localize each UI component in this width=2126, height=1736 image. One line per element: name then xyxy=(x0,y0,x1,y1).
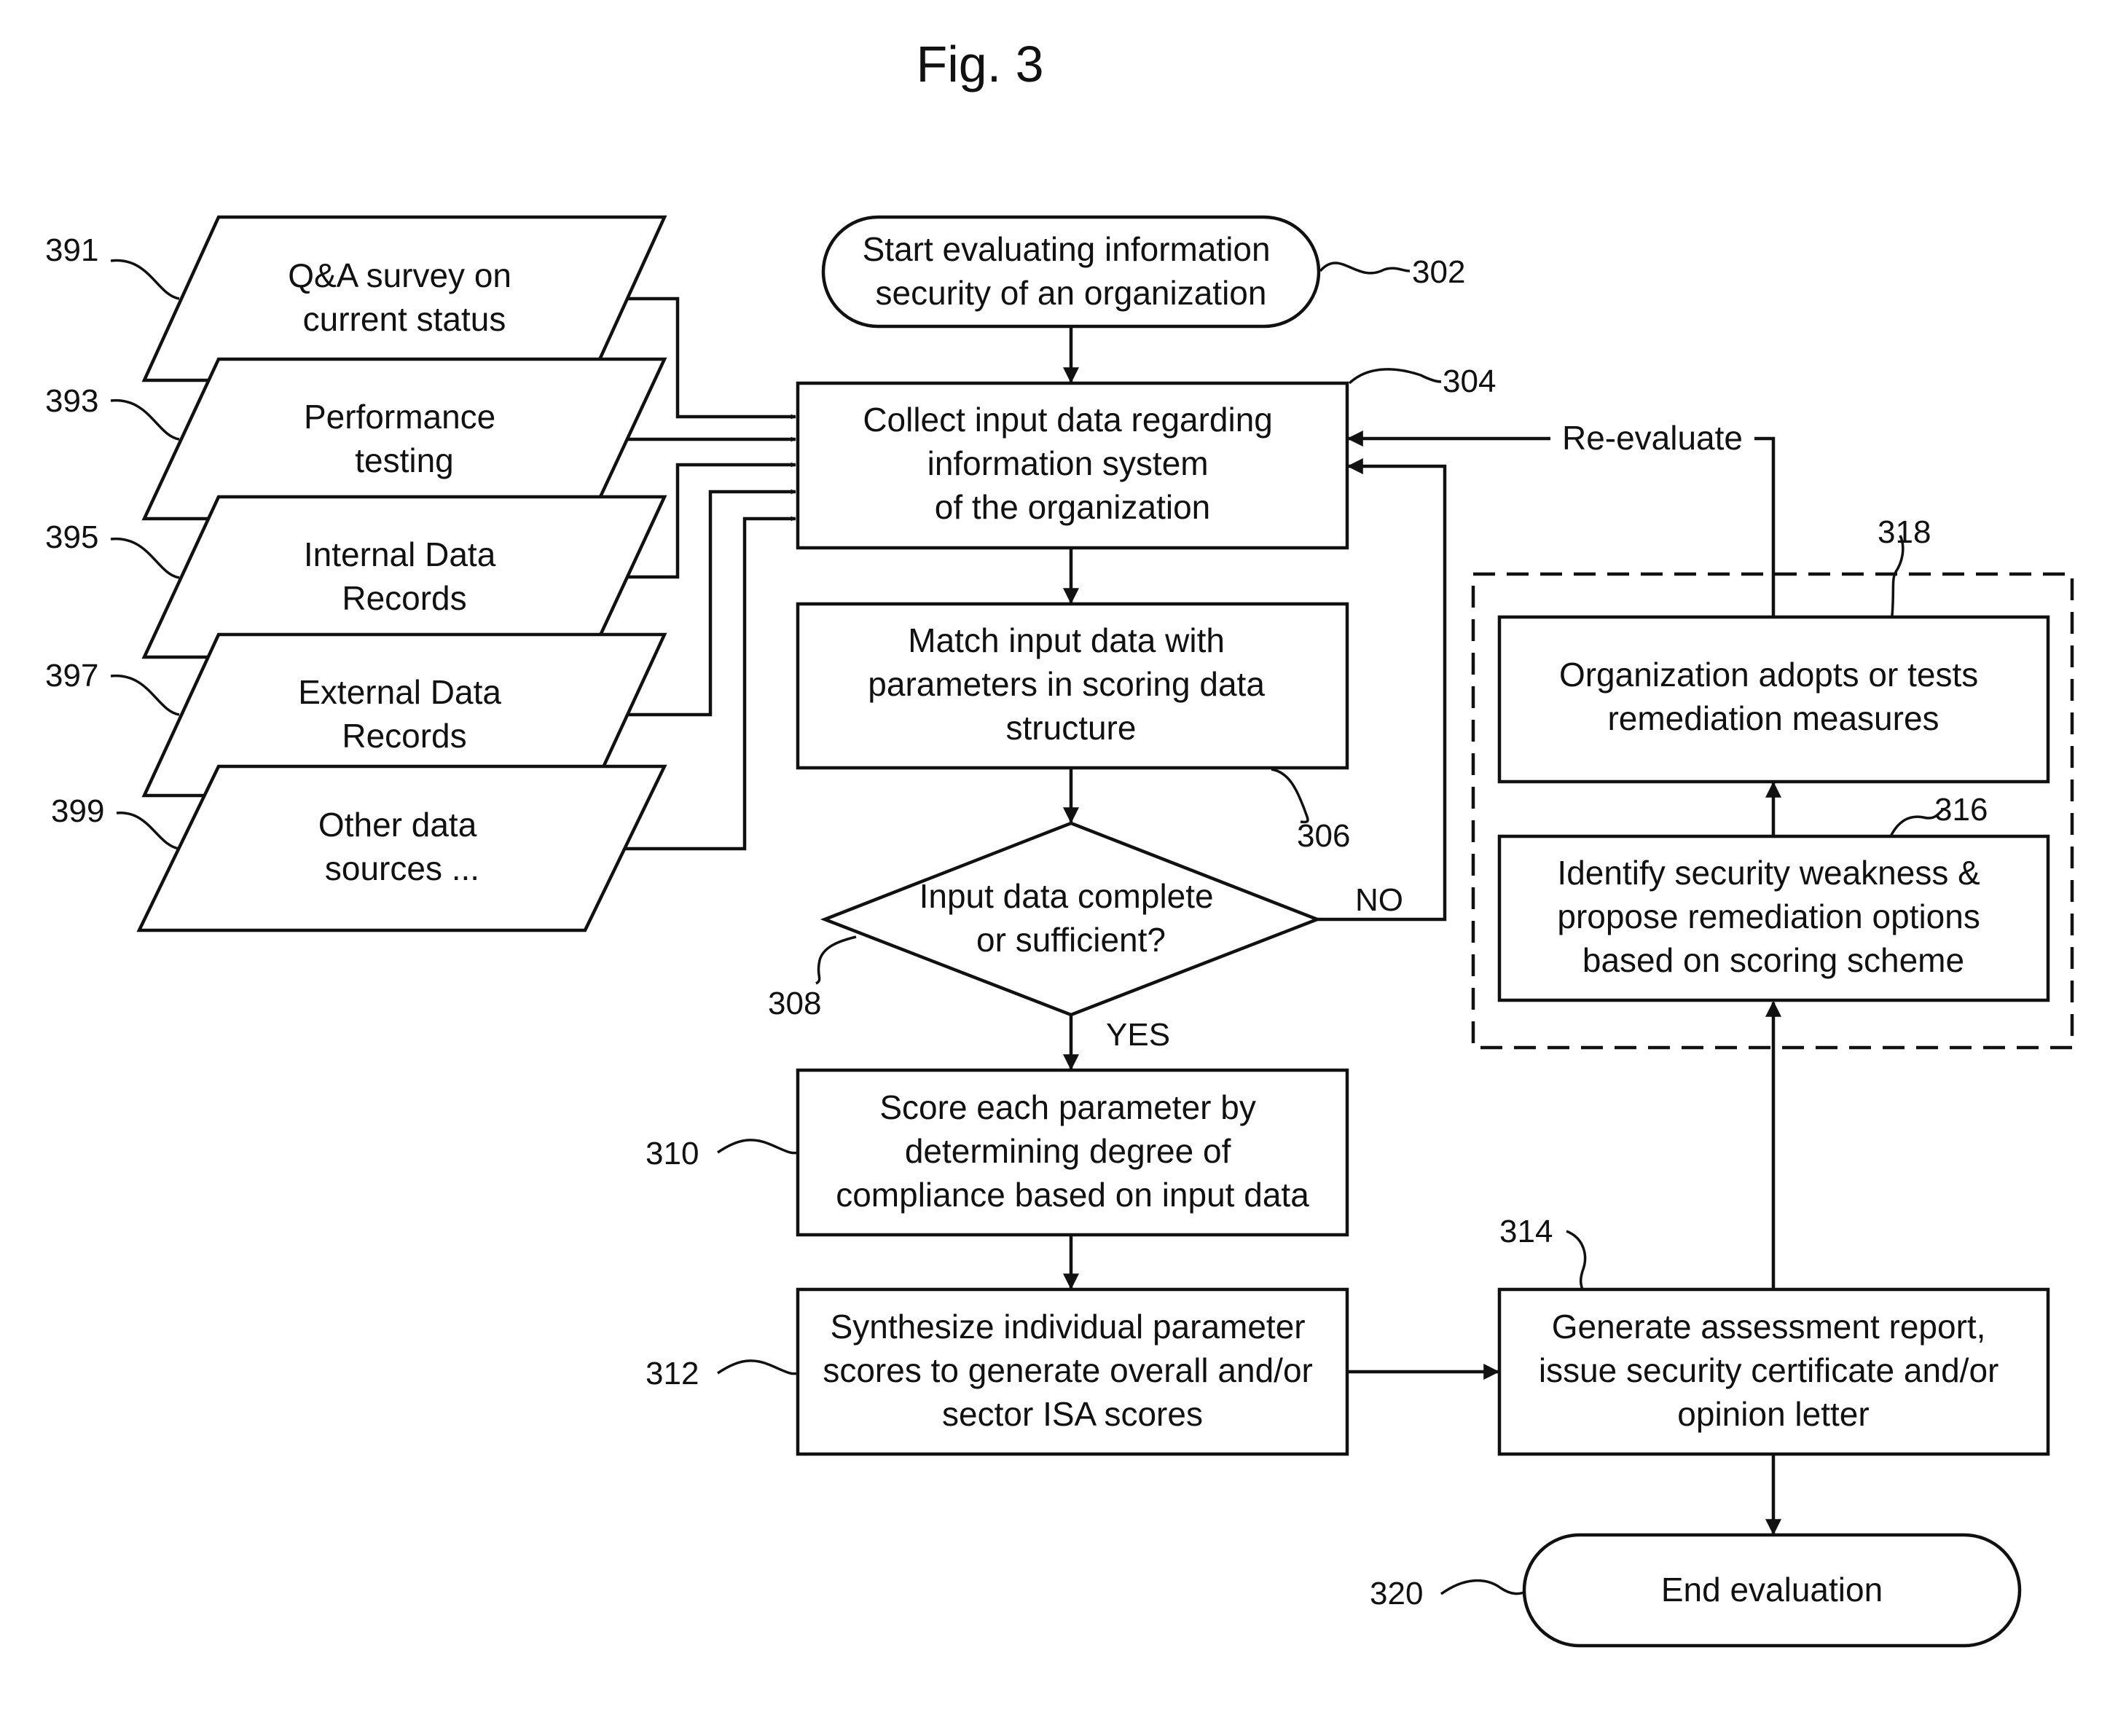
identify-line-1: Identify security weakness & xyxy=(1557,854,1980,892)
collect-line-1: Collect input data regarding xyxy=(863,401,1273,439)
source-395-line-1: Internal Data xyxy=(304,535,496,573)
ref-395: 395 xyxy=(45,519,98,555)
svg-text:Score each parameter by: Score each parameter by determining degr… xyxy=(836,1088,1309,1214)
ref-312: 312 xyxy=(646,1356,699,1391)
ref-316: 316 xyxy=(1934,792,1988,828)
figure-title: Fig. 3 xyxy=(916,36,1043,93)
identify-line-2: propose remediation options xyxy=(1557,898,1980,935)
report-line-3: opinion letter xyxy=(1677,1395,1869,1433)
synthesize-line-2: scores to generate overall and/or xyxy=(823,1351,1313,1389)
adopt-line-1: Organization adopts or tests xyxy=(1559,656,1978,694)
adopt-box: Organization adopts or tests remediation… xyxy=(1499,617,2048,782)
decision-diamond: Input data complete or sufficient? 308 N… xyxy=(768,823,1403,1053)
data-sources: Q&A survey on current status Performance… xyxy=(139,217,664,930)
source-393-line-1: Performance xyxy=(304,398,495,436)
ref-308: 308 xyxy=(768,986,821,1021)
source-399-line-2: sources ... xyxy=(325,849,479,887)
source-391-line-1: Q&A survey on xyxy=(288,256,511,294)
ref-393: 393 xyxy=(45,383,98,419)
start-line-1: Start evaluating information xyxy=(863,230,1271,268)
ref-397: 397 xyxy=(45,658,98,694)
source-395-line-2: Records xyxy=(342,579,466,617)
source-393-line-2: testing xyxy=(355,441,454,479)
report-line-1: Generate assessment report, xyxy=(1552,1308,1986,1346)
match-line-3: structure xyxy=(1006,709,1137,747)
ref-318: 318 xyxy=(1878,514,1931,550)
score-line-1: Score each parameter by xyxy=(879,1088,1256,1126)
source-397-line-2: Records xyxy=(342,717,466,755)
collect-box: Collect input data regarding information… xyxy=(798,364,1496,548)
ref-302: 302 xyxy=(1412,254,1465,290)
decision-line-1: Input data complete xyxy=(919,877,1214,915)
match-line-1: Match input data with xyxy=(908,621,1225,659)
synthesize-box: Synthesize individual parameter scores t… xyxy=(646,1289,1347,1454)
source-399-line-1: Other data xyxy=(318,806,477,844)
synthesize-line-1: Synthesize individual parameter xyxy=(831,1308,1306,1346)
match-line-2: parameters in scoring data xyxy=(868,665,1265,703)
source-399: Other data sources ... xyxy=(139,766,664,930)
end-line-1: End evaluation xyxy=(1661,1571,1883,1609)
start-terminal: Start evaluating information security of… xyxy=(823,217,1465,326)
decision-no-label: NO xyxy=(1355,882,1403,918)
score-line-3: compliance based on input data xyxy=(836,1176,1309,1214)
collect-line-3: of the organization xyxy=(935,488,1211,526)
reevaluate-label: Re-evaluate xyxy=(1562,419,1743,457)
decision-line-2: or sufficient? xyxy=(976,921,1166,959)
match-box: Match input data with parameters in scor… xyxy=(798,604,1350,854)
identify-line-3: based on scoring scheme xyxy=(1582,941,1964,979)
ref-304: 304 xyxy=(1443,364,1496,399)
collect-line-2: information system xyxy=(927,444,1209,482)
ref-391: 391 xyxy=(45,232,98,268)
report-line-2: issue security certificate and/or xyxy=(1539,1351,1999,1389)
source-391-line-2: current status xyxy=(303,300,506,338)
reevaluate-loop: Re-evaluate xyxy=(1349,419,1773,617)
ref-314: 314 xyxy=(1499,1214,1553,1249)
source-393: Performance testing xyxy=(144,359,664,519)
ref-310: 310 xyxy=(646,1136,699,1171)
ref-320: 320 xyxy=(1370,1576,1423,1611)
end-terminal: End evaluation 320 xyxy=(1370,1535,2020,1646)
source-391: Q&A survey on current status xyxy=(144,217,664,380)
source-397-line-1: External Data xyxy=(298,673,501,711)
synthesize-line-3: sector ISA scores xyxy=(942,1395,1203,1433)
source-reference-labels: 391 393 395 397 399 xyxy=(45,232,179,849)
ref-306: 306 xyxy=(1297,818,1350,854)
start-line-2: security of an organization xyxy=(876,274,1267,312)
score-line-2: determining degree of xyxy=(905,1132,1231,1170)
svg-text:Identify security weakness &: Identify security weakness & propose rem… xyxy=(1557,854,1989,979)
decision-yes-label: YES xyxy=(1106,1017,1170,1053)
score-box: Score each parameter by determining degr… xyxy=(646,1070,1347,1235)
ref-399: 399 xyxy=(51,793,104,829)
adopt-line-2: remediation measures xyxy=(1607,699,1939,737)
